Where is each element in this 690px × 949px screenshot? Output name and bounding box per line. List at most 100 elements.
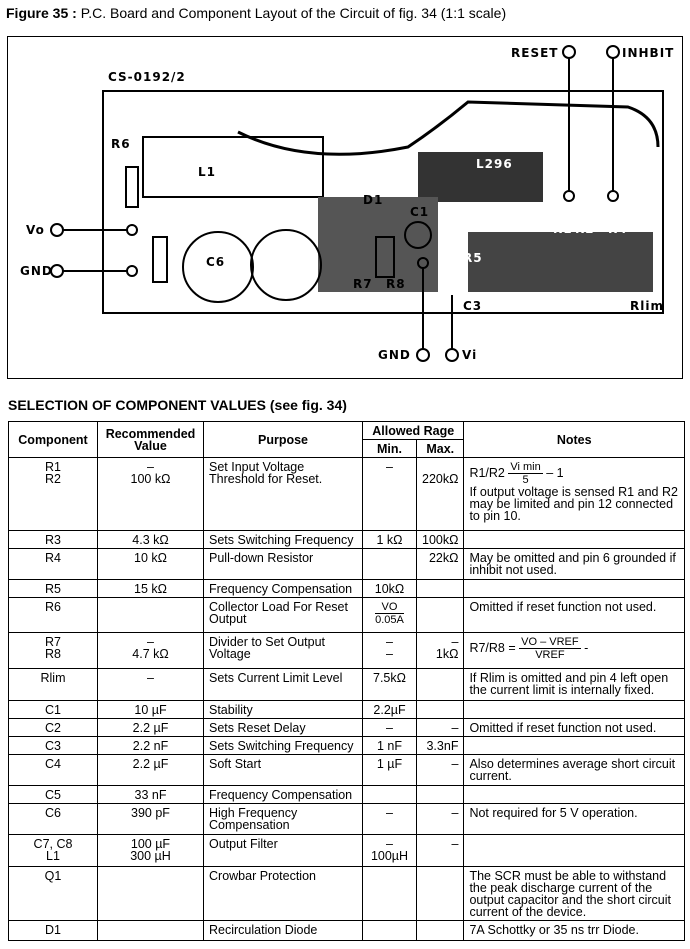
notes-text: If Rlim is omitted and pin 4 left open t… xyxy=(469,671,669,697)
cell-max xyxy=(415,700,465,719)
cell-component: R1 R2 xyxy=(8,457,98,531)
header-max: Max. xyxy=(415,439,465,458)
cell-min: – – xyxy=(362,632,417,669)
fraction-numerator: VO – VREF xyxy=(519,636,581,649)
cell-max: – xyxy=(415,803,465,835)
cell-component: R4 xyxy=(8,548,98,580)
cell-notes: Also determines average short circuit cu… xyxy=(463,754,685,786)
cell-min: 1 µF xyxy=(362,754,417,786)
cell-value: – 100 kΩ xyxy=(97,457,204,531)
label-r2: R2 xyxy=(575,222,595,236)
pin-gnd-left: GND xyxy=(20,264,53,278)
cell-max: 220kΩ xyxy=(415,457,465,531)
figure-label: Figure 35 : xyxy=(6,5,77,21)
cell-notes: Omitted if reset function not used. xyxy=(463,597,685,633)
notes-text: Also determines average short circuit cu… xyxy=(469,757,676,783)
cell-component: R5 xyxy=(8,579,98,598)
pcb-drawing xyxy=(50,45,664,362)
cell-max xyxy=(415,597,465,633)
cell-value: 100 µF 300 µH xyxy=(97,834,204,867)
cell-value: 10 µF xyxy=(97,700,204,719)
cell-min: 10kΩ xyxy=(362,579,417,598)
cell-component: C5 xyxy=(8,785,98,804)
label-r5: R5 xyxy=(463,251,483,265)
cell-min: 1 kΩ xyxy=(362,530,417,549)
header-range: Allowed Rage xyxy=(361,421,465,440)
cell-component: R6 xyxy=(8,597,98,633)
cell-purpose: Crowbar Protection xyxy=(203,866,363,921)
cell-purpose: Frequency Compensation xyxy=(203,785,363,804)
cell-purpose: High Frequency Compensation xyxy=(203,803,363,835)
cell-component: C4 xyxy=(8,754,98,786)
cell-notes xyxy=(463,530,685,549)
label-c3: C3 xyxy=(463,299,483,313)
cell-component: R3 xyxy=(8,530,98,549)
cell-notes: Not required for 5 V operation. xyxy=(463,803,685,835)
cell-value xyxy=(97,597,204,633)
cell-notes: If Rlim is omitted and pin 4 left open t… xyxy=(463,668,685,701)
table-row: D1 Recirculation Diode 7A Schottky or 35 n… xyxy=(8,920,685,941)
fraction-denominator: VREF xyxy=(535,649,565,661)
cell-min xyxy=(362,866,417,921)
label-r6: R6 xyxy=(111,137,131,151)
cell-value: 33 nF xyxy=(97,785,204,804)
cell-min: 7.5kΩ xyxy=(362,668,417,701)
cell-max: 3.3nF xyxy=(415,736,465,755)
cell-component: C6 xyxy=(8,803,98,835)
label-c2: C2 xyxy=(453,205,473,219)
notes-text: May be omitted and pin 6 grounded if inh… xyxy=(469,551,676,577)
label-r4: R4 xyxy=(608,222,628,236)
cell-component: R7 R8 xyxy=(8,632,98,669)
figure-caption: P.C. Board and Component Layout of the C… xyxy=(80,5,507,21)
cell-min xyxy=(362,548,417,580)
cell-purpose: Collector Load For Reset Output xyxy=(203,597,363,633)
cell-purpose: Divider to Set Output Voltage xyxy=(203,632,363,669)
cell-max xyxy=(415,920,465,941)
label-c6: C6 xyxy=(206,255,226,269)
fraction-numerator: VO xyxy=(375,601,404,614)
cell-value xyxy=(97,866,204,921)
cell-notes xyxy=(463,834,685,867)
header-value: Recommended Value xyxy=(97,421,204,458)
notes-text: The SCR must be able to withstand the pe… xyxy=(469,869,671,919)
cell-notes xyxy=(463,700,685,719)
board-id: CS-0192/2 xyxy=(108,70,186,84)
cell-purpose: Output Filter xyxy=(203,834,363,867)
cell-max: 22kΩ xyxy=(415,548,465,580)
cell-value: 4.3 kΩ xyxy=(97,530,204,549)
cell-purpose: Sets Current Limit Level xyxy=(203,668,363,701)
cell-component: C2 xyxy=(8,718,98,737)
cell-purpose: Recirculation Diode xyxy=(203,920,363,941)
cell-purpose: Sets Switching Frequency xyxy=(203,530,363,549)
cell-notes: 7A Schottky or 35 ns trr Diode. xyxy=(463,920,685,941)
pin-gnd-bottom: GND xyxy=(378,348,411,362)
header-component: Component xyxy=(8,421,98,458)
cell-min: – 100µH xyxy=(362,834,417,867)
cell-max xyxy=(415,866,465,921)
cell-value: 2.2 µF xyxy=(97,754,204,786)
header-notes: Notes xyxy=(463,421,685,458)
cell-component: D1 xyxy=(8,920,98,941)
header-purpose: Purpose xyxy=(203,421,363,458)
fraction-denominator: 0.05A xyxy=(375,614,404,626)
notes-text: Omitted if reset function not used. xyxy=(469,721,657,735)
cell-purpose: Stability xyxy=(203,700,363,719)
cell-max: – 1kΩ xyxy=(415,632,465,669)
cell-notes: The SCR must be able to withstand the pe… xyxy=(463,866,685,921)
cell-min: 2.2µF xyxy=(362,700,417,719)
cell-component: C1 xyxy=(8,700,98,719)
fraction-denominator: 5 xyxy=(522,474,529,486)
formula-lhs: R7/R8 = xyxy=(469,640,516,655)
cell-value: – 4.7 kΩ xyxy=(97,632,204,669)
cell-purpose: Frequency Compensation xyxy=(203,579,363,598)
notes-text: If output voltage is sensed R1 and R2 ma… xyxy=(469,485,678,523)
